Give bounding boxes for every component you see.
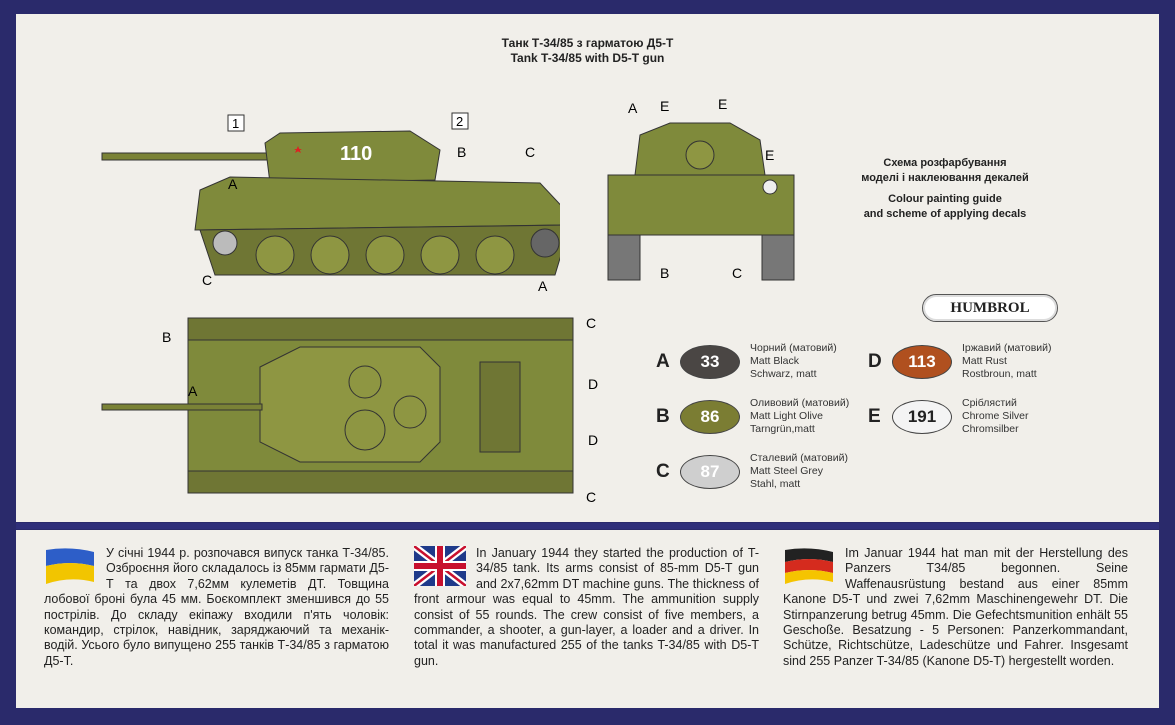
guide-uk-1: Схема розфарбування [883, 157, 1007, 169]
paint-name-uk: Чорний (матовий) [750, 342, 837, 354]
paint-letter: C [656, 460, 670, 482]
callout-d: D [588, 376, 598, 392]
callout-c: C [202, 272, 212, 288]
callout-b: B [457, 144, 466, 160]
callout-c: C [525, 144, 535, 160]
callout-a: A [188, 383, 198, 399]
paint-letter: E [868, 405, 881, 427]
description-english: In January 1944 they started the product… [414, 546, 759, 669]
tank-side-view: 110 1 2 A B C C A [101, 112, 560, 294]
callout-b: B [660, 265, 669, 281]
paint-chip: 87 [680, 454, 740, 489]
callout-c: C [732, 265, 742, 281]
humbrol-logo: HUMBROL [922, 294, 1058, 322]
paint-name-de: Stahl, matt [750, 478, 801, 490]
callout-c: C [586, 489, 596, 505]
paint-name-en: Matt Rust [962, 355, 1007, 367]
callout-e: E [718, 96, 727, 112]
title-english: Tank T-34/85 with D5-T gun [510, 51, 665, 65]
paint-chip: 33 [680, 344, 740, 379]
decal-callout-2: 2 [456, 114, 463, 129]
text-de: Im Januar 1944 hat man mit der Herstellu… [783, 546, 1128, 668]
guide-en-1: Colour painting guide [888, 193, 1002, 205]
uk-flag-icon [414, 546, 466, 586]
paint-name-uk: Сріблястий [962, 397, 1017, 409]
description-german: Im Januar 1944 hat man mit der Herstellu… [783, 546, 1128, 669]
paint-name-uk: Оливовий (матовий) [750, 397, 850, 409]
paint-name-en: Matt Light Olive [750, 410, 823, 422]
text-uk: У січні 1944 р. розпочався випуск танка … [44, 546, 389, 668]
paint-name-en: Matt Black [750, 355, 800, 367]
turret-number: 110 [340, 143, 372, 165]
paint-letter: A [656, 350, 670, 372]
callout-b: B [162, 329, 171, 345]
decal-callout-1: 1 [232, 116, 239, 131]
guide-en-2: and scheme of applying decals [863, 208, 1027, 220]
callout-a: A [228, 176, 238, 192]
paint-name-de: Chromsilber [962, 423, 1019, 435]
ukraine-flag-icon [46, 548, 94, 584]
paint-letter: D [868, 350, 882, 372]
tank-front-view: A E E E B C [607, 96, 795, 281]
callout-e: E [765, 147, 774, 163]
guide-uk-2: моделі і наклеювання декалей [861, 172, 1029, 184]
callout-c: C [586, 315, 596, 331]
description-panel [16, 530, 1159, 708]
title-ukrainian: Танк Т-34/85 з гарматою Д5-Т [501, 36, 674, 50]
paint-name-en: Matt Steel Grey [750, 465, 823, 477]
callout-a: A [628, 100, 638, 116]
germany-flag-icon [785, 548, 833, 584]
guide-heading: Схема розфарбування моделі і наклеювання… [830, 156, 1060, 222]
paint-name-de: Rostbroun, matt [962, 368, 1037, 380]
text-en: In January 1944 they started the product… [414, 546, 759, 668]
callout-a: A [538, 278, 548, 294]
tank-top-view: B A C C D D [101, 315, 598, 505]
paint-chip: 86 [680, 399, 740, 434]
paint-name-en: Chrome Silver [962, 410, 1029, 422]
paint-name-uk: Іржавий (матовий) [962, 342, 1052, 354]
callout-d: D [588, 432, 598, 448]
paint-letter: B [656, 405, 670, 427]
paint-name-de: Tarngrün,matt [750, 423, 815, 435]
paint-name-de: Schwarz, matt [750, 368, 817, 380]
paint-chip: 191 [892, 399, 952, 434]
red-star-icon [294, 146, 302, 153]
paint-name-uk: Сталевий (матовий) [750, 452, 848, 464]
divider [16, 523, 1159, 529]
callout-e: E [660, 98, 669, 114]
paint-chip: 113 [892, 344, 952, 379]
description-ukrainian: У січні 1944 р. розпочався випуск танка … [44, 546, 389, 669]
